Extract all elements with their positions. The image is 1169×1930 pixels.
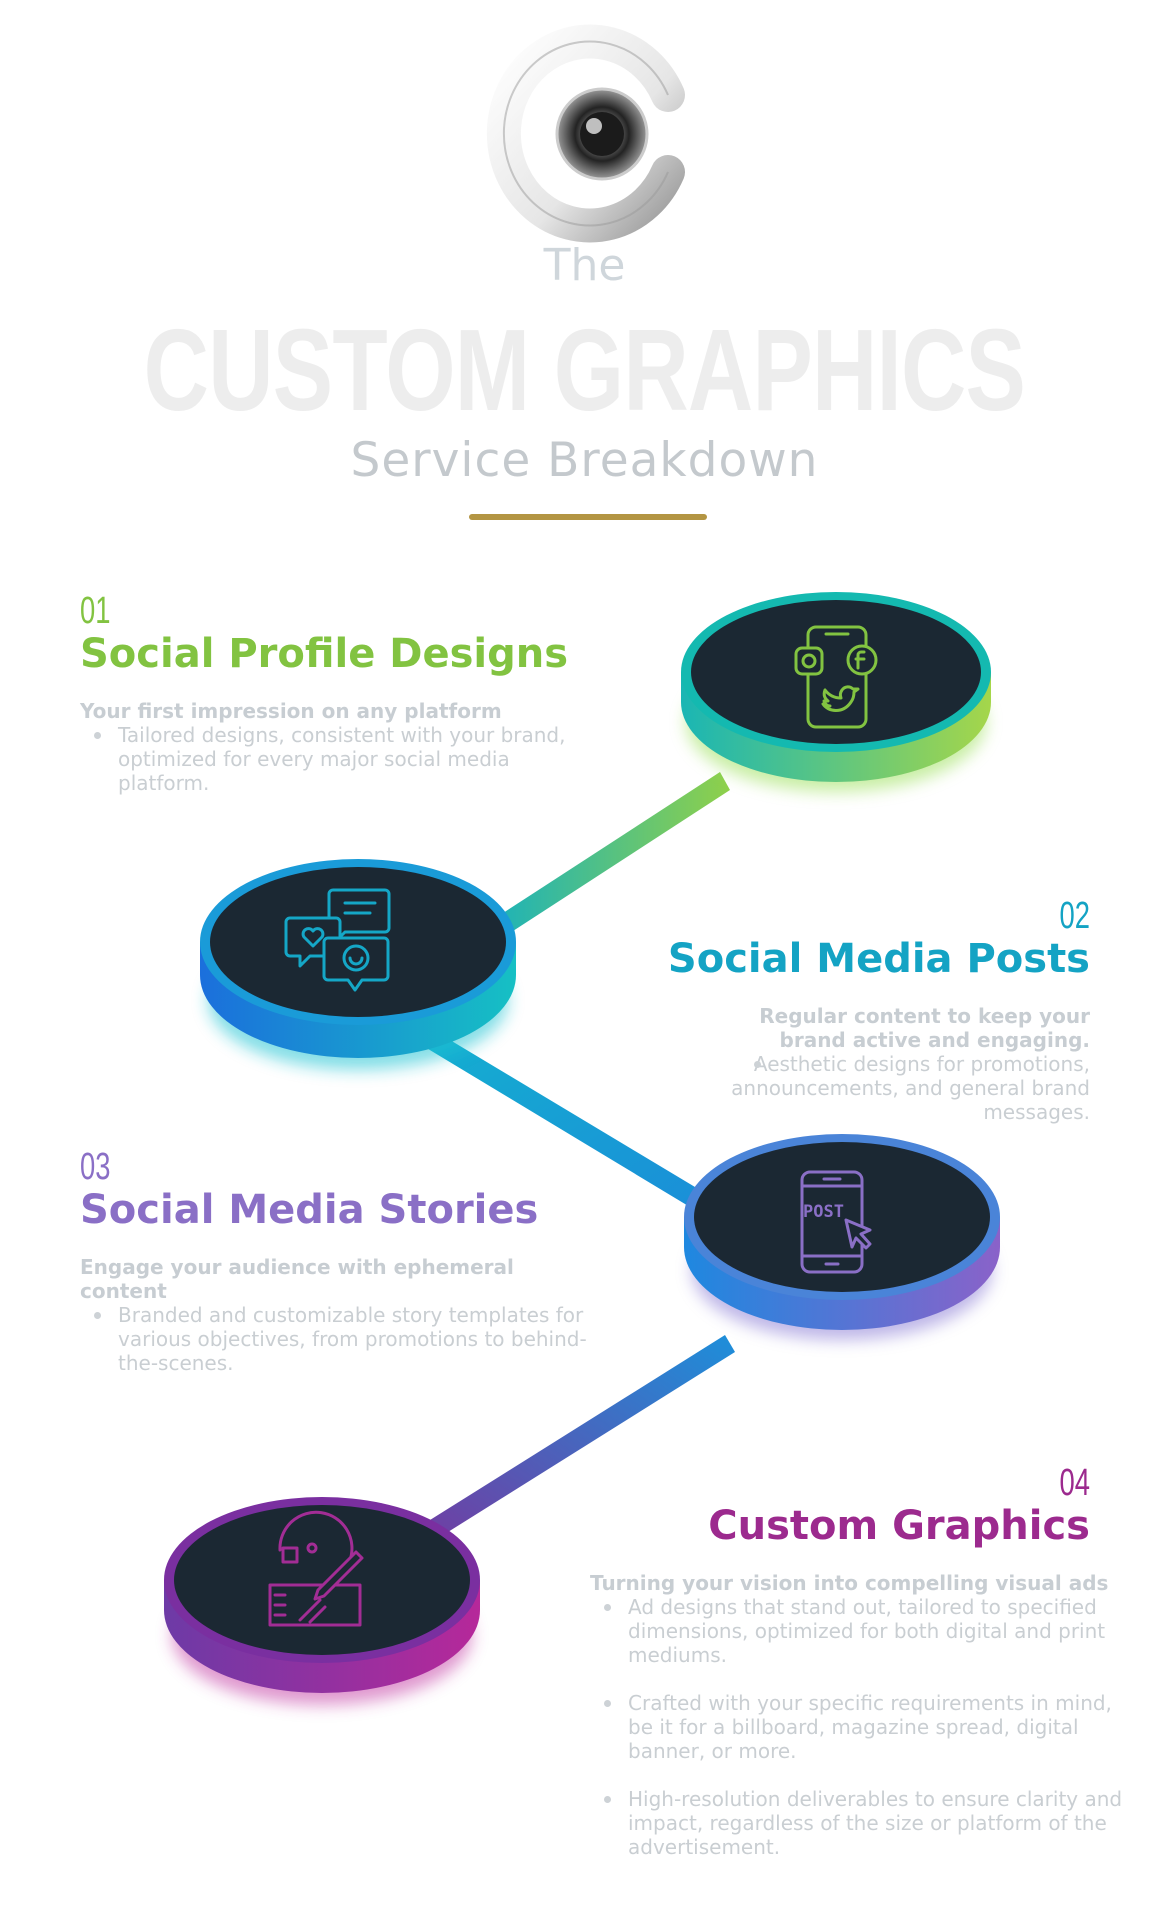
logo — [486, 24, 685, 243]
section-2: 02 Social Media Posts Regular content to… — [650, 895, 1090, 1124]
list-item: High-resolution deliverables to ensure c… — [590, 1787, 1130, 1859]
svg-text:POST: POST — [803, 1202, 844, 1222]
section-title: Custom Graphics — [708, 1503, 1090, 1549]
header-divider — [469, 514, 707, 520]
list-item: Aesthetic designs for promotions, announ… — [710, 1052, 1090, 1124]
list-item: Ad designs that stand out, tailored to s… — [590, 1595, 1130, 1667]
section-number: 04 — [1059, 1462, 1090, 1504]
section-lead: Engage your audience with ephemeral cont… — [80, 1255, 514, 1303]
section-title: Social Media Stories — [80, 1187, 539, 1233]
header-pre-title: The — [543, 240, 626, 291]
section-4: 04 Custom Graphics Turning your vision i… — [590, 1462, 1130, 1859]
section-lead: Turning your vision into compelling visu… — [590, 1571, 1109, 1595]
page-subtitle: Service Breakdown — [350, 433, 819, 488]
page-title: CUSTOM GRAPHICS — [143, 305, 1026, 435]
section-bullets: Branded and customizable story templates… — [80, 1303, 620, 1375]
section-title: Social Profile Designs — [80, 631, 569, 677]
section-number: 02 — [1059, 895, 1090, 937]
list-item: Crafted with your specific requirements … — [590, 1691, 1130, 1763]
section-lead: Your first impression on any platform — [80, 699, 502, 723]
section-title: Social Media Posts — [667, 936, 1090, 982]
section-lead: Regular content to keep your brand activ… — [759, 1004, 1090, 1052]
section-bullets: Ad designs that stand out, tailored to s… — [590, 1595, 1130, 1859]
chat-bubbles-icon — [284, 888, 391, 992]
smartphone-social-icon — [794, 625, 878, 729]
node-3 — [684, 1134, 1000, 1340]
section-1: 01 Social Profile Designs Your first imp… — [80, 590, 600, 795]
phone-post-icon: POST — [800, 1170, 872, 1274]
connector-1-2 — [480, 772, 730, 946]
connector-2-3 — [395, 1013, 700, 1207]
design-tablet-icon — [268, 1510, 364, 1627]
section-bullets: Tailored designs, consistent with your b… — [80, 723, 600, 795]
list-item: Tailored designs, consistent with your b… — [80, 723, 600, 795]
connector-3-4 — [430, 1335, 735, 1537]
list-item: Branded and customizable story templates… — [80, 1303, 620, 1375]
section-bullets: Aesthetic designs for promotions, announ… — [650, 1052, 1090, 1124]
node-1 — [681, 592, 991, 792]
section-3: 03 Social Media Stories Engage your audi… — [80, 1146, 610, 1375]
section-number: 03 — [80, 1146, 111, 1188]
section-number: 01 — [80, 590, 111, 632]
